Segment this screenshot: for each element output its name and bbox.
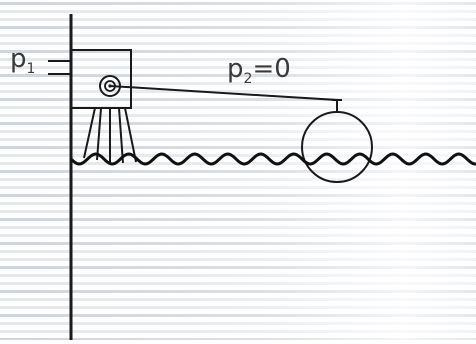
box-support-legs bbox=[83, 107, 137, 164]
support-leg bbox=[96, 107, 102, 161]
support-leg bbox=[124, 107, 137, 163]
wavy-liquid-surface bbox=[69, 152, 476, 166]
support-leg bbox=[118, 107, 124, 164]
circle-float-icon bbox=[301, 111, 373, 183]
label-p1: p1 bbox=[10, 44, 36, 77]
wall-tick-marks bbox=[48, 60, 71, 75]
support-leg bbox=[83, 107, 96, 159]
label-p2: p2=0 bbox=[227, 54, 291, 87]
